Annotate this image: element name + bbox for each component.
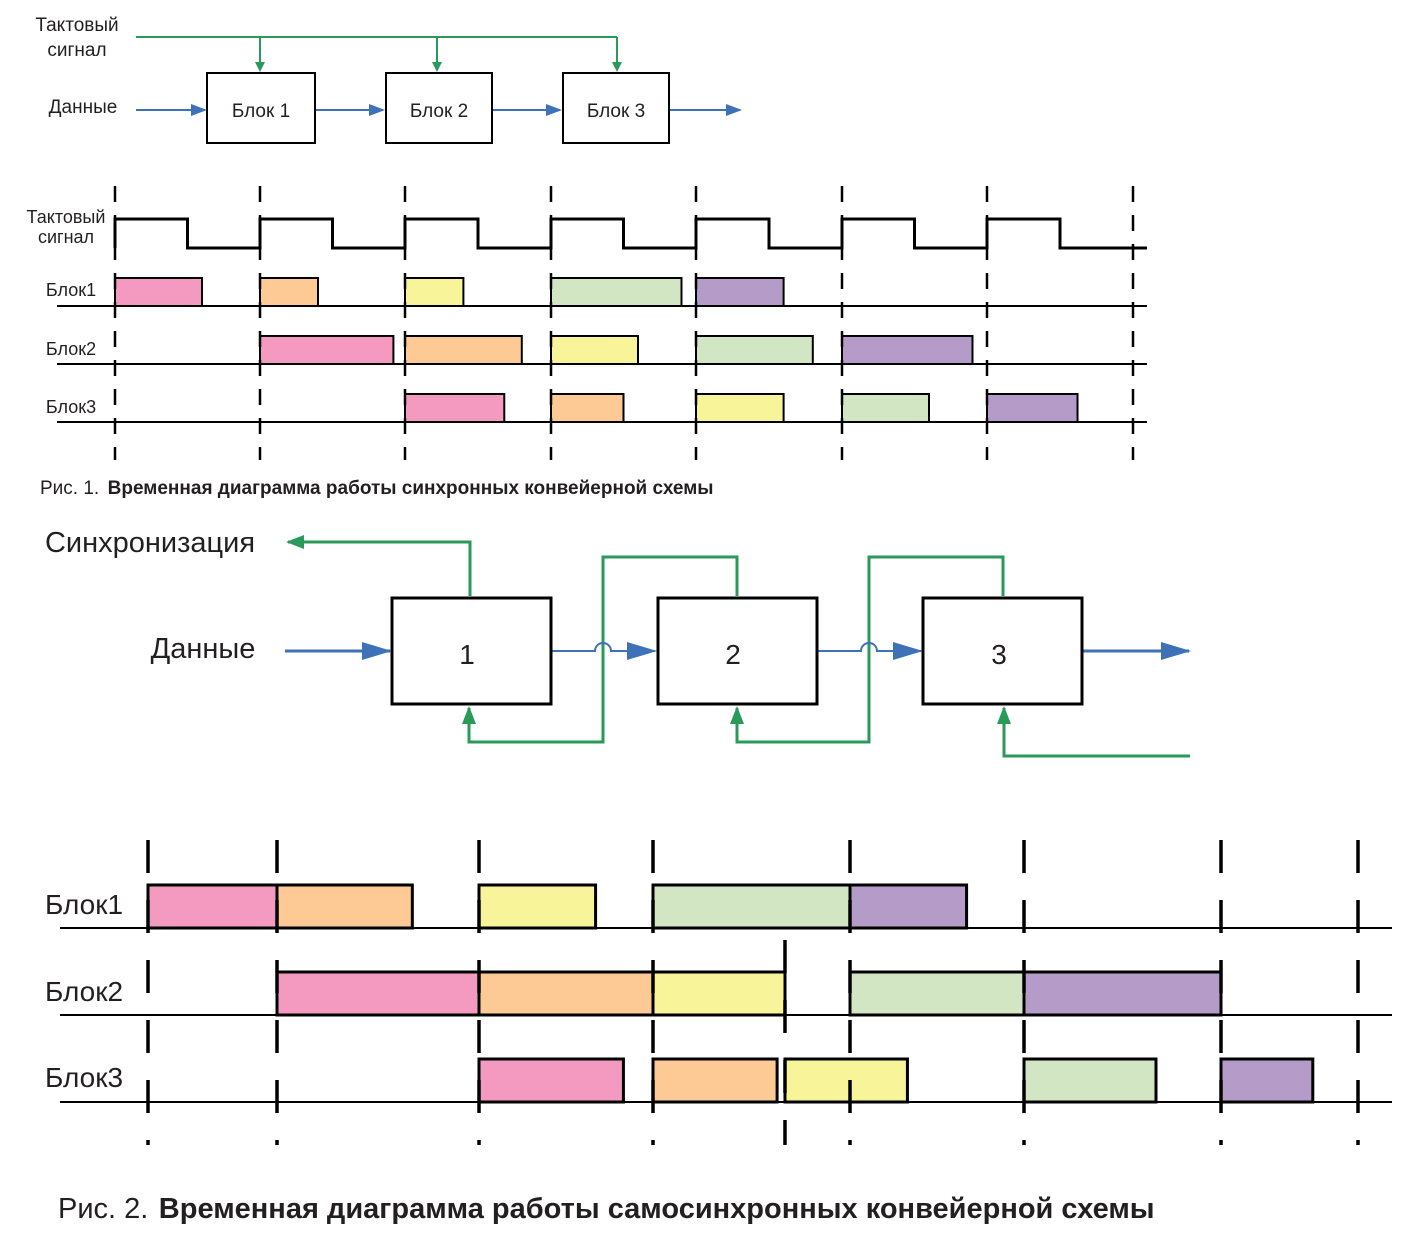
fig2-block-1-label: 1	[459, 639, 475, 670]
fig2-block-2	[656, 596, 819, 706]
fig1-block-diagram: Тактовый сигнал Данные Блок 1 Блок 2 Бло…	[35, 15, 742, 144]
fig2-data-label: Данные	[151, 633, 256, 665]
fig2-block-1	[390, 596, 553, 706]
fig2-data-arrow-1-2	[552, 642, 657, 660]
fig1-clock-label-line2: сигнал	[47, 40, 106, 61]
fig2-row1-segment-2	[275, 883, 414, 930]
fig2-sync-out-arrow	[286, 535, 472, 596]
fig2-row2-segment-3	[651, 970, 787, 1017]
fig2-row2-segment-4	[848, 970, 1026, 1017]
fig1-block-1-label: Блок 1	[232, 101, 290, 122]
fig1-caption-number: Рис. 1.	[40, 478, 99, 499]
fig2-caption: Рис. 2. Временная диаграмма работы самос…	[58, 1193, 1155, 1225]
fig2-block-3	[921, 596, 1084, 706]
fig1-block-2	[385, 72, 493, 144]
fig2-handshake-2-1	[462, 555, 739, 744]
fig1-clock-label-line1: Тактовый	[35, 15, 118, 36]
fig2-block-3-label: 3	[991, 639, 1007, 670]
fig1-row2-segment-1	[259, 335, 395, 365]
fig2-row1-segment-3	[477, 883, 598, 930]
fig2-row2-segment-1	[275, 970, 481, 1017]
fig2-sync-label: Синхронизация	[45, 527, 255, 559]
fig2-row2-segment-5	[1022, 970, 1223, 1017]
fig2-row3-segment-1	[477, 1057, 625, 1104]
fig1-row2-segment-5	[841, 335, 974, 365]
fig1-row-label-3: Блок3	[46, 397, 96, 417]
fig2-handshake-3-2	[730, 555, 1005, 744]
fig1-row-label-1: Блок1	[46, 280, 96, 300]
fig1-row-label-2: Блок2	[46, 339, 96, 359]
fig1-block-3-label: Блок 3	[587, 101, 645, 122]
fig2-handshake-in-3	[997, 706, 1190, 758]
fig2-row-label-3: Блок3	[45, 1062, 123, 1093]
fig1-timing-clock-label-line1: Тактовый	[27, 207, 106, 227]
fig2-block-2-label: 2	[725, 639, 741, 670]
fig2-sync-dashes	[146, 840, 1360, 1145]
fig1-data-label: Данные	[49, 97, 118, 118]
fig1-caption-text: Временная диаграмма работы синхронных ко…	[108, 478, 714, 499]
fig1-row3-segment-4	[841, 393, 930, 423]
fig2-row3-segment-2	[651, 1057, 779, 1104]
fig1-clock-waveform	[113, 217, 1147, 250]
fig1-row2-segment-3	[550, 335, 639, 365]
fig1-row3-segment-2	[550, 393, 625, 423]
fig1-row1-segment-1	[114, 277, 203, 307]
fig2-segments	[146, 883, 1315, 1104]
fig2-row3-segment-4	[1022, 1057, 1158, 1104]
fig2-row-label-1: Блок1	[45, 889, 123, 920]
fig2-row3-segment-5	[1219, 1057, 1315, 1104]
fig2-timing-diagram: Блок1 Блок2 Блок3	[45, 840, 1392, 1145]
fig1-caption: Рис. 1. Временная диаграмма работы синхр…	[40, 478, 714, 499]
fig2-baselines	[60, 927, 1392, 1103]
fig1-segments	[114, 277, 1079, 423]
fig2-data-arrow-2-3	[818, 642, 923, 660]
fig1-block-1	[206, 72, 316, 144]
fig1-baselines	[57, 305, 1147, 423]
fig2-row1-segment-1	[146, 883, 279, 930]
fig2-row-label-2: Блок2	[45, 976, 123, 1007]
fig1-row3-segment-3	[695, 393, 785, 423]
fig1-row2-segment-4	[695, 335, 814, 365]
fig1-row1-segment-2	[259, 277, 319, 307]
fig2-caption-text: Временная диаграмма работы самосинхронны…	[159, 1193, 1155, 1225]
fig1-row3-segment-1	[404, 393, 506, 423]
fig2-row1-segment-4	[651, 883, 852, 930]
fig1-row1-segment-4	[550, 277, 683, 307]
fig1-timing-diagram: Тактовый сигнал Блок1 Блок2 Блок3	[27, 186, 1147, 460]
fig2-row3-segment-3	[783, 1057, 909, 1104]
fig2-block-diagram: Синхронизация Данные 1 2 3	[45, 527, 1191, 758]
fig2-caption-number: Рис. 2.	[58, 1193, 148, 1225]
fig1-row3-segment-5	[986, 393, 1079, 423]
fig1-row1-segment-3	[404, 277, 465, 307]
fig2-row2-segment-2	[477, 970, 655, 1017]
fig2-row1-segment-5	[848, 883, 969, 930]
fig1-row2-segment-2	[404, 335, 523, 365]
fig1-block-3	[562, 72, 670, 144]
fig1-block-2-label: Блок 2	[410, 101, 468, 122]
fig1-row1-segment-5	[695, 277, 785, 307]
fig1-timing-clock-label-line2: сигнал	[38, 227, 94, 247]
